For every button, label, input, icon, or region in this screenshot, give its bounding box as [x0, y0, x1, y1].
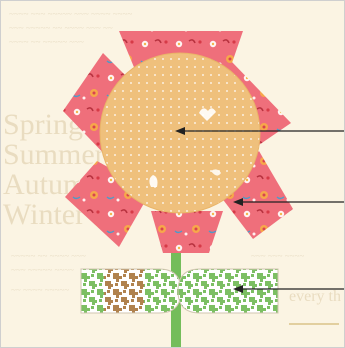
right-leaf: [178, 269, 278, 313]
svg-text:~~~~ ~~~ ~~~~~ ~~~ ~~~~ ~~~~: ~~~~ ~~~ ~~~~~ ~~~ ~~~~ ~~~~: [9, 9, 132, 19]
svg-text:~~~~ ~~ ~~~~~ ~~~: ~~~~ ~~ ~~~~~ ~~~: [9, 37, 84, 47]
svg-text:~~~~~ ~~ ~~~~ ~~~: ~~~~~ ~~ ~~~~ ~~~: [11, 251, 86, 261]
bg-word-summer: Summer: [3, 138, 105, 171]
svg-text:~~~ ~~~~~ ~~~~: ~~~ ~~~~~ ~~~~: [11, 265, 74, 275]
bg-phrase: every th: [289, 288, 341, 305]
svg-text:~~~ ~~~ ~~~~: ~~~ ~~~ ~~~~: [251, 251, 304, 261]
petal-bottom: [151, 211, 223, 253]
svg-text:~~~ ~~~~~ ~~ ~~~~ ~~~ ~~: ~~~ ~~~~~ ~~ ~~~~ ~~~ ~~: [9, 23, 113, 33]
svg-text:~~ ~~~~ ~~~~~: ~~ ~~~~ ~~~~~: [11, 285, 69, 295]
